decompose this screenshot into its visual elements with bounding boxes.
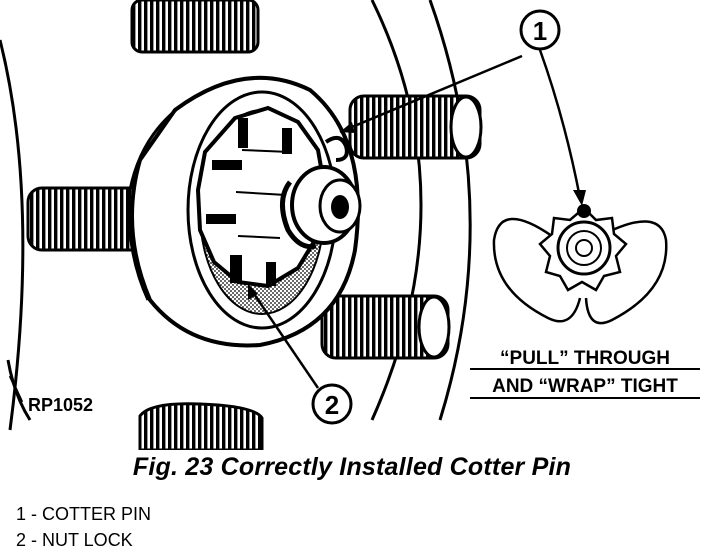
right-lower-wheel-stud — [320, 294, 451, 360]
note-line-2: AND “WRAP” TIGHT — [492, 376, 678, 397]
right-upper-wheel-stud — [348, 94, 483, 160]
top-wheel-stud — [130, 0, 260, 54]
rotor-edge-mark — [8, 375, 24, 403]
callout-2: 2 — [248, 284, 353, 425]
nut-lock — [195, 105, 328, 289]
spindle-end — [290, 165, 362, 245]
cotter-pin-detail-view — [492, 204, 668, 325]
rotor-outline — [0, 0, 472, 431]
legend-list: 1 - COTTER PIN 2 - NUT LOCK — [16, 501, 151, 553]
callout-1: 1 — [339, 9, 586, 206]
bottom-wheel-stud — [138, 402, 264, 450]
legend-item-cotter-pin: 1 - COTTER PIN — [16, 504, 152, 524]
callout-1-label: 1 — [533, 16, 547, 46]
note-line-1: “PULL” THROUGH — [500, 348, 670, 369]
legend-item-nut-lock: 2 - NUT LOCK — [16, 530, 133, 550]
drawing-code: RP1052 — [28, 395, 93, 415]
figure-caption: Fig. 23 Correctly Installed Cotter Pin — [132, 453, 572, 481]
cotter-pin-illustration: 1 2 RP1052 “PULL” THROUGH AND “WRAP” TIG… — [0, 0, 700, 450]
callout-2-label: 2 — [325, 390, 339, 420]
cotter-pin — [280, 135, 349, 250]
